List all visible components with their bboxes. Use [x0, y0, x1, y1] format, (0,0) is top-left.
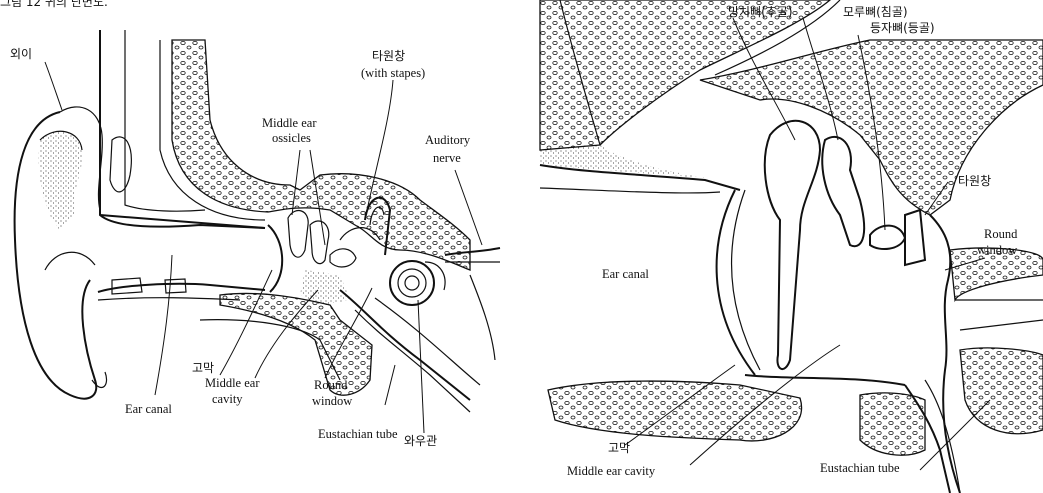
- label-eardrum-right: 고막: [608, 441, 630, 455]
- right-ear-drawing: 망치뼈(추골) 모루뼈(침골) 등자뼈(등골) 타원창 Round window…: [540, 0, 1043, 493]
- label-incus: 모루뼈(침골): [843, 5, 908, 19]
- label-ear-canal-right: Ear canal: [602, 267, 649, 281]
- label-middle-ear-cavity-2: cavity: [212, 392, 243, 406]
- label-eustachian-tube-left: Eustachian tube: [318, 427, 398, 441]
- label-with-stapes: (with stapes): [361, 66, 425, 80]
- concha-shape: [110, 137, 131, 192]
- left-ear-drawing: 외이 타원창 (with stapes) Middle ear ossicles…: [10, 30, 500, 448]
- malleus-right: [765, 121, 820, 369]
- label-eardrum-left: 고막: [192, 361, 214, 375]
- label-oval-window: 타원창: [372, 49, 405, 63]
- incus-right: [822, 137, 864, 246]
- label-pinna: 외이: [10, 47, 32, 61]
- lower-bone-right-b: [860, 393, 925, 455]
- label-middle-ear-ossicles-1: Middle ear: [262, 116, 317, 130]
- label-middle-ear-cavity-1: Middle ear: [205, 376, 260, 390]
- label-round-window-right-1: Round: [984, 227, 1018, 241]
- label-oval-window-right: 타원창: [958, 174, 991, 188]
- label-middle-ear-cavity-right: Middle ear cavity: [567, 464, 656, 478]
- incus-left: [310, 221, 329, 264]
- label-stapes: 등자뼈(등골): [870, 21, 935, 35]
- ear-canal-lower-wall: [98, 284, 265, 292]
- label-auditory-nerve-1: Auditory: [425, 133, 471, 147]
- label-round-window-2: window: [312, 394, 352, 408]
- eardrum-left: [268, 225, 282, 292]
- lower-bone-right-a: [548, 381, 802, 441]
- top-caption: 그림 12 귀의 단면도.: [0, 0, 108, 9]
- label-round-window-right-2: window: [977, 243, 1017, 257]
- label-ear-canal-left: Ear canal: [125, 402, 172, 416]
- oval-window-plate: [905, 210, 925, 265]
- label-round-window-1: Round: [314, 378, 348, 392]
- label-cochlea: 와우관: [404, 434, 437, 448]
- label-malleus: 망치뼈(추골): [728, 5, 793, 19]
- label-middle-ear-ossicles-2: ossicles: [272, 131, 311, 145]
- lower-bone-right-c: [960, 348, 1043, 434]
- label-eustachian-tube-right: Eustachian tube: [820, 461, 900, 475]
- temporal-bone: [172, 40, 470, 270]
- stapes-right: [870, 226, 905, 249]
- upper-bone-right-mass: [700, 40, 1043, 215]
- malleus-left: [288, 211, 308, 258]
- label-auditory-nerve-2: nerve: [433, 151, 461, 165]
- cochlea-left: [390, 261, 434, 305]
- stapes-left: [330, 249, 356, 267]
